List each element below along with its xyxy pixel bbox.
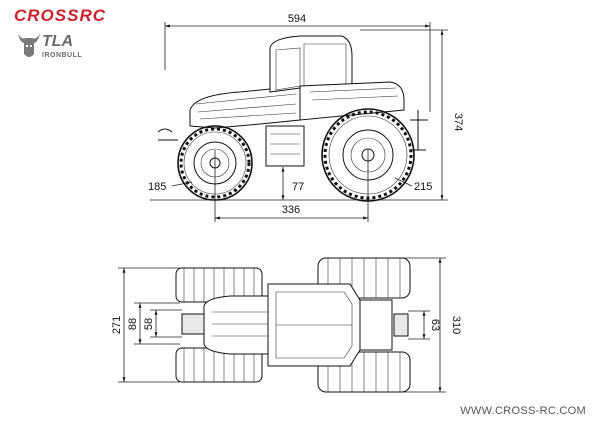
front-hitch — [157, 128, 178, 141]
hood-top — [203, 295, 273, 355]
rear-hitch-width-label: 63 — [429, 319, 441, 331]
overall-length-label: 594 — [288, 13, 306, 25]
rear-hitch-top — [393, 313, 409, 337]
top-view: 271 88 58 310 63 — [111, 257, 462, 393]
cab — [269, 35, 353, 93]
rear-width-label: 310 — [450, 316, 462, 334]
front-inner-width-label: 88 — [127, 318, 139, 330]
sub-brand-logo: TLA IRONBULL — [16, 30, 86, 70]
ground-clearance-label: 77 — [292, 181, 304, 193]
overall-height-label: 374 — [452, 113, 464, 131]
sub-brand-tagline: IRONBULL — [42, 52, 83, 59]
sub-brand-name: TLA — [42, 33, 74, 50]
front-axle-width-label: 58 — [143, 318, 155, 330]
rear-body-top — [359, 299, 393, 351]
wheelbase-label: 336 — [282, 204, 300, 216]
side-view: 594 374 336 77 185 215 — [148, 13, 464, 222]
bull-emblem-icon — [18, 34, 40, 57]
brand-logo: CROSSRC — [14, 6, 107, 25]
front-tire-label: 185 — [148, 181, 166, 193]
hood — [189, 85, 301, 129]
step-ladder — [265, 125, 305, 167]
front-hitch-top — [181, 313, 205, 335]
rear-tire-label: 215 — [414, 181, 432, 193]
front-wheel — [177, 125, 253, 201]
front-width-label: 271 — [111, 316, 123, 334]
website-url[interactable]: WWW.CROSS-RC.COM — [460, 405, 586, 417]
rear-wheel — [321, 108, 415, 202]
